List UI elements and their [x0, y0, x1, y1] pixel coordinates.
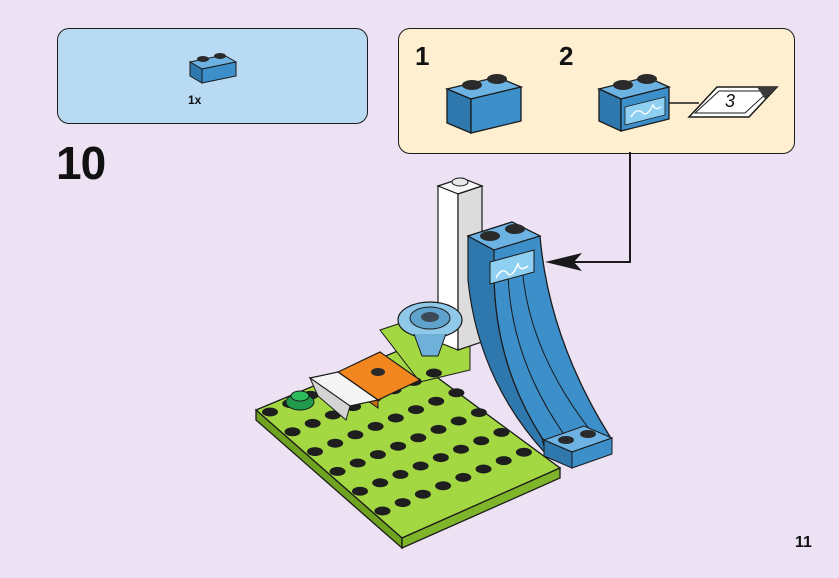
- baseplate-stud: [390, 441, 407, 451]
- white-slope: [308, 371, 380, 421]
- baseplate-stud: [349, 458, 366, 468]
- baseplate-stud: [327, 438, 344, 448]
- callout-illustration: [444, 74, 779, 134]
- baseplate-stud: [493, 427, 510, 437]
- blue-brick-1x2-icon: [188, 53, 238, 84]
- baseplate-stud: [475, 464, 492, 474]
- baseplate-stud: [262, 407, 278, 417]
- baseplate-stud: [430, 424, 447, 434]
- baseplate-stud: [374, 506, 391, 516]
- baseplate-stud: [473, 436, 490, 446]
- blue-ramp: [466, 221, 614, 469]
- baseplate-stud: [432, 453, 449, 463]
- sub-assembly-callout: 1 2: [398, 28, 795, 154]
- parts-list-panel: 1x: [57, 28, 368, 124]
- baseplate-stud: [412, 461, 429, 471]
- baseplate-stud: [329, 466, 346, 476]
- blue-dish-piece: [397, 301, 463, 357]
- baseplate-stud: [450, 416, 467, 426]
- baseplate-stud: [435, 481, 452, 491]
- blue-brick-1x2-icon: [444, 74, 524, 134]
- sticker-number: 3: [725, 91, 736, 111]
- baseplate-stud: [428, 396, 445, 406]
- baseplate-stud: [425, 368, 442, 378]
- parts-list-brick: [188, 53, 238, 84]
- baseplate-stud: [367, 421, 384, 431]
- step-number: 10: [56, 137, 106, 189]
- baseplate-stud: [369, 450, 386, 460]
- baseplate-stud: [352, 486, 368, 496]
- arrow-head-icon: [545, 253, 582, 271]
- baseplate-stud: [448, 388, 465, 398]
- baseplate-stud: [304, 418, 321, 428]
- sticker-icon: [687, 86, 779, 118]
- baseplate-stud: [408, 405, 424, 415]
- baseplate-stud: [410, 433, 427, 443]
- part-quantity: 1x: [188, 93, 202, 107]
- baseplate-stud: [515, 447, 532, 457]
- baseplate-stud: [347, 430, 364, 440]
- sub-step-number-2: 2: [559, 41, 574, 71]
- baseplate-stud: [495, 456, 512, 466]
- baseplate-stud: [455, 472, 472, 482]
- baseplate-stud: [392, 469, 409, 479]
- baseplate-stud: [453, 444, 469, 454]
- baseplate-stud: [387, 413, 404, 423]
- baseplate-stud: [470, 408, 487, 418]
- printed-blue-brick-icon: [597, 74, 671, 133]
- baseplate-stud: [414, 489, 431, 499]
- sub-step-number-1: 1: [415, 41, 430, 71]
- baseplate-stud: [372, 478, 389, 488]
- baseplate-stud: [307, 447, 323, 457]
- baseplate-stud: [284, 427, 301, 437]
- baseplate-stud: [394, 498, 411, 508]
- page-number: 11: [795, 534, 812, 551]
- green-round-plate: [285, 390, 315, 411]
